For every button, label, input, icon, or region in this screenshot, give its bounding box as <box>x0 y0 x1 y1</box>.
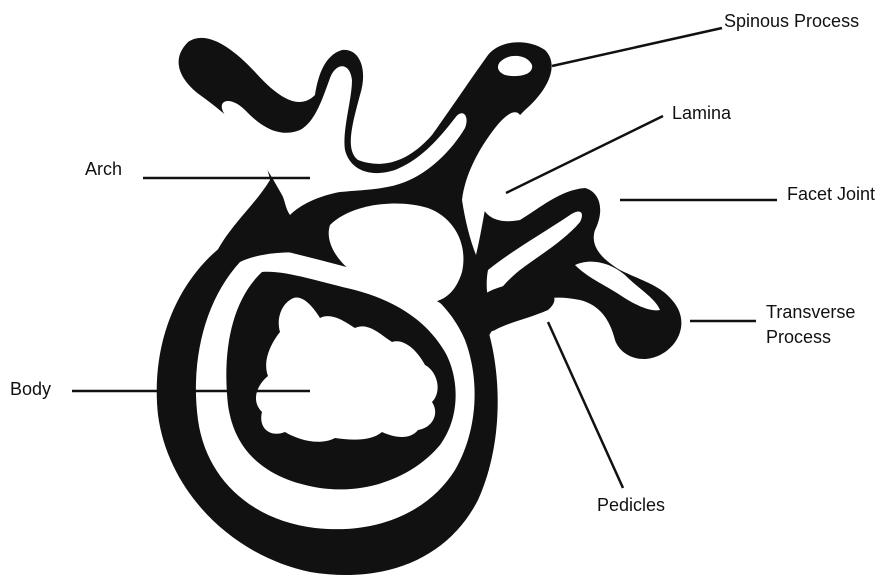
spinous-process-leader <box>552 28 722 66</box>
label-transverse-process-line1: Transverse <box>766 301 855 323</box>
label-body: Body <box>10 378 51 400</box>
label-lamina: Lamina <box>672 102 731 124</box>
pedicles-leader <box>548 322 623 488</box>
label-pedicles: Pedicles <box>597 494 665 516</box>
label-spinous-process: Spinous Process <box>724 10 859 32</box>
label-transverse-process-line2: Process <box>766 326 831 348</box>
lamina-leader <box>506 116 663 193</box>
label-arch: Arch <box>85 158 122 180</box>
label-facet-joint: Facet Joint <box>787 183 875 205</box>
